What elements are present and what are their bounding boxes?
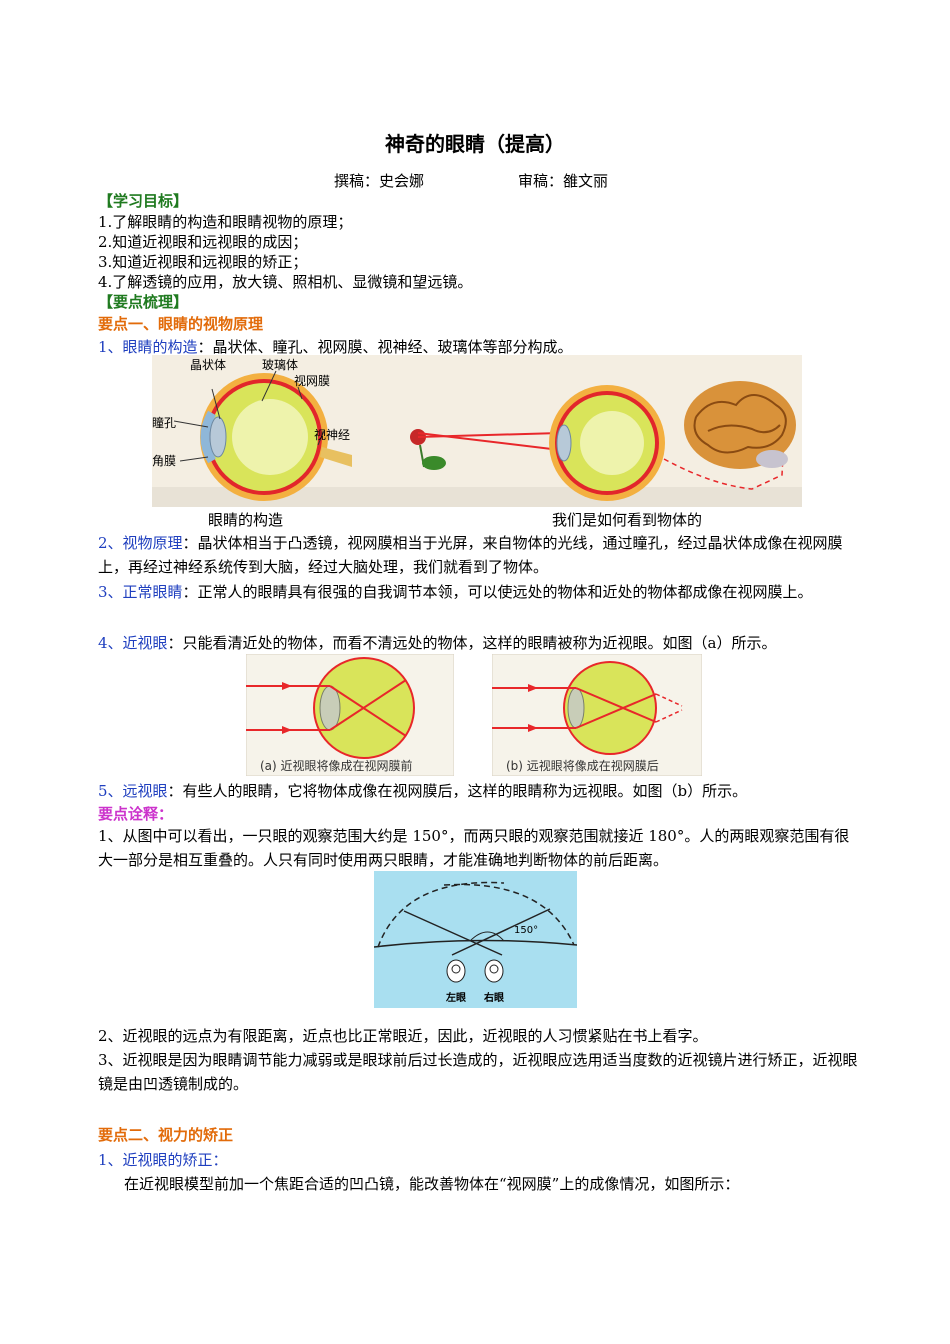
left-eye-label: 左眼 bbox=[445, 991, 466, 1004]
p4-text: ：只能看清近处的物体，而看不清远处的物体，这样的眼睛被称为近视眼。如图（a）所示… bbox=[167, 634, 777, 652]
hyperopia-figure: (b) 远视眼将像成在视网膜后 bbox=[492, 654, 702, 776]
label-vitreous: 玻璃体 bbox=[262, 358, 298, 372]
section1-p2: 2、视物原理：晶状体相当于凸透镜，视网膜相当于光屏，来自物体的光线，通过瞳孔，经… bbox=[98, 531, 858, 579]
label-retina: 视网膜 bbox=[294, 373, 330, 388]
lens-shape bbox=[209, 416, 227, 458]
binocular-field-figure: 150° 左眼 右眼 bbox=[374, 871, 577, 1008]
section2-heading: 要点二、视力的矫正 bbox=[98, 1126, 234, 1144]
section1-p1: 1、眼睛的构造：晶状体、瞳孔、视网膜、视神经、玻璃体等部分构成。 bbox=[98, 336, 858, 358]
goals-heading: 【学习目标】 bbox=[98, 192, 189, 210]
section1-p4: 4、近视眼：只能看清近处的物体，而看不清远处的物体，这样的眼睛被称为近视眼。如图… bbox=[98, 631, 858, 655]
goal-item: 1.了解眼睛的构造和眼睛视物的原理； bbox=[98, 213, 353, 231]
p5-text: ：有些人的眼睛，它将物体成像在视网膜后，这样的眼睛称为远视眼。如图（b）所示。 bbox=[167, 782, 748, 800]
label-cornea: 角膜 bbox=[152, 454, 176, 468]
summary-heading: 【要点梳理】 bbox=[98, 293, 189, 311]
p5-label: 5、远视眼 bbox=[98, 782, 168, 800]
p2-text: ：晶状体相当于凸透镜，视网膜相当于光屏，来自物体的光线，通过瞳孔，经过晶状体成像… bbox=[98, 534, 843, 576]
reviewer: 审稿：雒文丽 bbox=[518, 172, 609, 190]
section2-p1-label: 1、近视眼的矫正： bbox=[98, 1151, 228, 1169]
label-nerve: 视神经 bbox=[314, 427, 350, 442]
note-2: 2、近视眼的远点为有限距离，近点也比正常眼近，因此，近视眼的人习惯紧贴在书上看字… bbox=[98, 1027, 708, 1045]
p4-label: 4、近视眼 bbox=[98, 634, 168, 652]
label-lens: 晶状体 bbox=[190, 358, 226, 372]
brain-image bbox=[684, 381, 796, 469]
writer: 撰稿：史会娜 bbox=[334, 172, 425, 190]
label-pupil: 瞳孔 bbox=[152, 415, 176, 430]
page-title: 神奇的眼睛（提高） bbox=[385, 132, 565, 156]
section1-p5: 5、远视眼：有些人的眼睛，它将物体成像在视网膜后，这样的眼睛称为远视眼。如图（b… bbox=[98, 779, 858, 803]
section1-p3: 3、正常眼睛：正常人的眼睛具有很强的自我调节本领，可以使远处的物体和近处的物体都… bbox=[98, 580, 858, 604]
cornea-shape bbox=[200, 410, 216, 464]
note-3: 3、近视眼是因为眼睛调节能力减弱或是眼球前后过长造成的，近视眼应选用适当度数的近… bbox=[98, 1051, 858, 1093]
caption-how-we-see: 我们是如何看到物体的 bbox=[552, 511, 702, 529]
section1-heading: 要点一、眼睛的视物原理 bbox=[98, 315, 264, 333]
section2-p1-text: 在近视眼模型前加一个焦距合适的凹凸镜，能改善物体在“视网膜”上的成像情况，如图所… bbox=[124, 1175, 740, 1193]
notes-heading: 要点诠释： bbox=[98, 805, 174, 823]
eye-structure-figure: 晶状体 玻璃体 视网膜 瞳孔 视神经 角膜 眼睛的构造 我们是如何看到物体的 bbox=[152, 355, 802, 529]
caption-b: (b) 远视眼将像成在视网膜后 bbox=[506, 758, 659, 773]
goal-item: 3.知道近视眼和远视眼的矫正； bbox=[98, 253, 308, 271]
right-eye-label: 右眼 bbox=[483, 991, 504, 1004]
goal-item: 2.知道近视眼和远视眼的成因； bbox=[98, 233, 308, 251]
note-1: 1、从图中可以看出，一只眼的观察范围大约是 150°，而两只眼的观察范围就接近 … bbox=[98, 827, 850, 869]
p2-label: 2、视物原理 bbox=[98, 534, 183, 552]
p1-label: 1、眼睛的构造 bbox=[98, 338, 198, 356]
p3-label: 3、正常眼睛 bbox=[98, 583, 183, 601]
myopia-figure: (a) 近视眼将像成在视网膜前 bbox=[246, 654, 454, 776]
p3-text: ：正常人的眼睛具有很强的自我调节本领，可以使远处的物体和近处的物体都成像在视网膜… bbox=[182, 583, 813, 601]
angle-label: 150° bbox=[514, 925, 538, 936]
p1-text: ：晶状体、瞳孔、视网膜、视神经、玻璃体等部分构成。 bbox=[197, 338, 573, 356]
caption-structure: 眼睛的构造 bbox=[208, 511, 283, 529]
optic-path bbox=[663, 434, 785, 490]
caption-a: (a) 近视眼将像成在视网膜前 bbox=[260, 758, 413, 773]
goal-item: 4.了解透镜的应用，放大镜、照相机、显微镜和望远镜。 bbox=[98, 273, 473, 291]
